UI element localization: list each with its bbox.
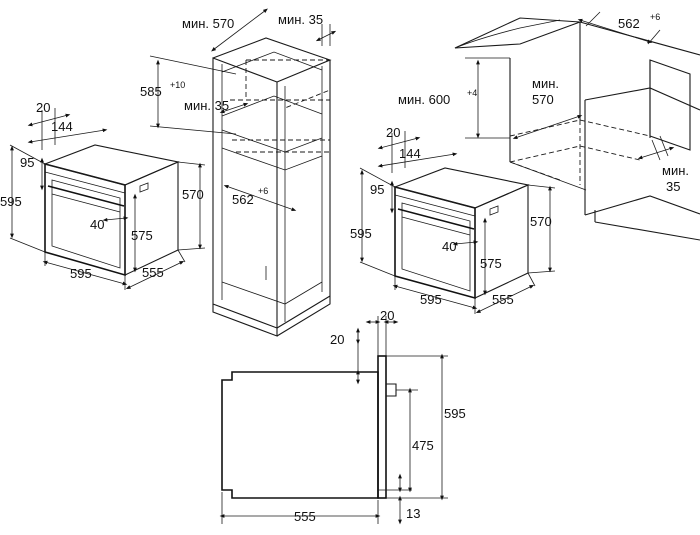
tall-cabinet-dim-min-35-mid: мин. 35 (184, 98, 229, 113)
oven-right-side (474, 184, 529, 299)
oven-right-dim-575: 575 (480, 256, 502, 271)
tall-cabinet-dim-585-tolerance: +10 (170, 80, 185, 90)
side-view-handle (386, 383, 397, 397)
oven-left-drawing: 20 144 595 95 40 575 570 595 555 (0, 100, 206, 290)
under-counter-drawing: 562 +6 мин. 600 +4 мин. 570 мин. 35 (398, 11, 700, 241)
side-view-dim-20-b: 20 (380, 308, 394, 323)
oven-right-top (393, 167, 530, 209)
oven-right-dim-20: 20 (386, 125, 400, 140)
oven-right-dim-144: 144 (399, 146, 421, 161)
oven-left-dim-575: 575 (131, 228, 153, 243)
oven-right-drawing: 20 144 595 95 40 575 570 595 555 (350, 125, 556, 314)
oven-right-bracket (489, 205, 499, 216)
tall-cabinet-drawing: мин. 570 мин. 35 585 +10 мин. 35 562 +6 (140, 8, 337, 337)
oven-left-handle (47, 185, 125, 207)
oven-left-dim-40: 40 (90, 217, 104, 232)
tall-cabinet-dim-585: 585 (140, 84, 162, 99)
oven-left-dim-555: 555 (142, 265, 164, 280)
side-view-body (221, 371, 379, 499)
oven-left-dim-595-height: 595 (0, 194, 22, 209)
oven-left-side (124, 161, 179, 276)
oven-left-top (43, 144, 180, 186)
oven-left-door (51, 179, 121, 269)
oven-left-dim-20: 20 (36, 100, 50, 115)
oven-left-bracket (139, 182, 149, 193)
under-counter-dim-min-35-line1: мин. (662, 163, 689, 178)
tall-cabinet-dim-min-570: мин. 570 (182, 16, 234, 31)
tall-cabinet-dim-562: 562 (232, 192, 254, 207)
oven-left-dim-144: 144 (51, 119, 73, 134)
oven-right-dim-555: 555 (492, 292, 514, 307)
under-counter-dim-min-600-tolerance: +4 (467, 88, 477, 98)
oven-right-dim-570: 570 (530, 214, 552, 229)
oven-left-dim-95: 95 (20, 155, 34, 170)
oven-left-dim-595-width: 595 (70, 266, 92, 281)
oven-left-dim-570: 570 (182, 187, 204, 202)
side-view-dim-595: 595 (444, 406, 466, 421)
oven-right-dim-595-width: 595 (420, 292, 442, 307)
oven-right-door (401, 202, 471, 292)
side-view-dim-20-a: 20 (330, 332, 344, 347)
under-counter-dim-562-tolerance: +6 (650, 12, 660, 22)
under-counter-dim-min-600: мин. 600 (398, 92, 450, 107)
under-counter-dim-min-35-line2: 35 (666, 179, 680, 194)
side-view-drawing: 20 20 595 475 13 555 (219, 308, 466, 525)
side-view-dim-475: 475 (412, 438, 434, 453)
side-view-dim-555: 555 (294, 509, 316, 524)
oven-right-dim-95: 95 (370, 182, 384, 197)
oven-right-dim-40: 40 (442, 239, 456, 254)
tall-cabinet-dim-562-tolerance: +6 (258, 186, 268, 196)
worktop (454, 17, 581, 49)
tall-cabinet-dim-min-35-top: мин. 35 (278, 12, 323, 27)
oven-right-front (394, 185, 476, 300)
side-view-dim-13: 13 (406, 506, 420, 521)
under-counter-dim-min-570-line2: 570 (532, 92, 554, 107)
oven-right-dim-595-height: 595 (350, 226, 372, 241)
side-view-front-panel (377, 355, 387, 499)
under-counter-dim-562: 562 (618, 16, 640, 31)
oven-right-handle (397, 208, 475, 230)
under-counter-dim-min-570-line1: мин. (532, 76, 559, 91)
